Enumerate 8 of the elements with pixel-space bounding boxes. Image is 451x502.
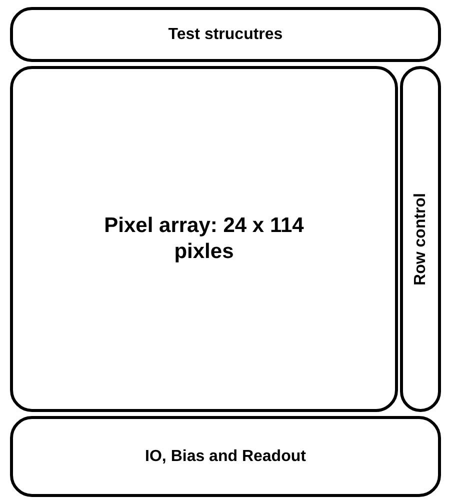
block-box — [10, 416, 441, 497]
block-box — [10, 66, 398, 412]
block-label: Test strucutres — [168, 24, 283, 44]
block-label: Row control — [410, 192, 430, 286]
block-label: IO, Bias and Readout — [145, 446, 306, 466]
block-box — [400, 66, 441, 412]
block-box — [10, 7, 441, 62]
block-label: Pixel array: 24 x 114 pixles — [104, 212, 304, 265]
